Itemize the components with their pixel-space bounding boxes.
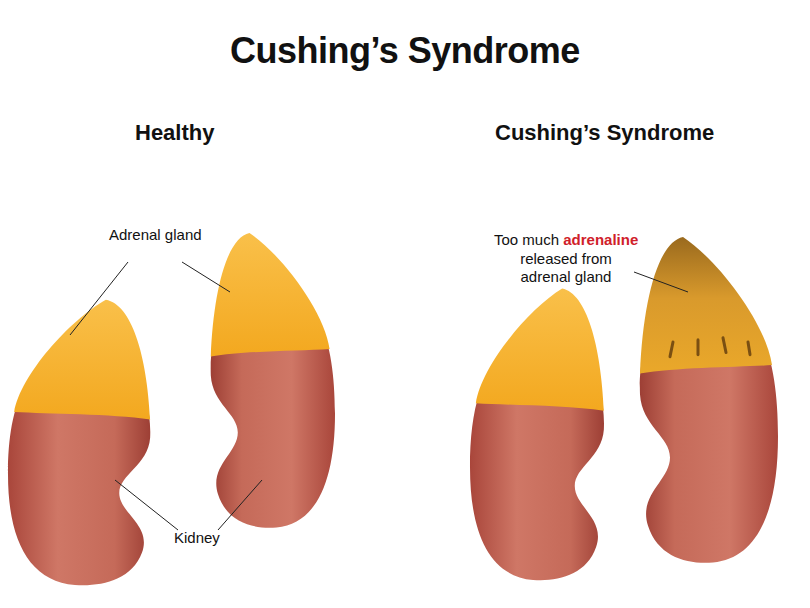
hormone-name: adrenaline	[563, 231, 638, 248]
panel-heading: Healthy	[135, 120, 214, 146]
panel-heading: Cushing’s Syndrome	[495, 120, 714, 146]
part-label: Kidney	[174, 529, 220, 547]
healthy-left-kidney	[8, 300, 150, 585]
callout-text: released from adrenal gland	[501, 250, 631, 286]
callout-line: Too much adrenaline	[494, 231, 638, 249]
callout-text: Too much	[494, 231, 559, 248]
leader-lines	[70, 262, 688, 530]
diagram-title: Cushing’s Syndrome	[230, 30, 580, 72]
part-label: Adrenal gland	[109, 226, 202, 244]
cushing-right-kidney	[640, 237, 778, 563]
healthy-right-kidney	[211, 233, 335, 528]
secretion-marks	[670, 338, 750, 357]
cushing-left-kidney	[470, 289, 604, 581]
